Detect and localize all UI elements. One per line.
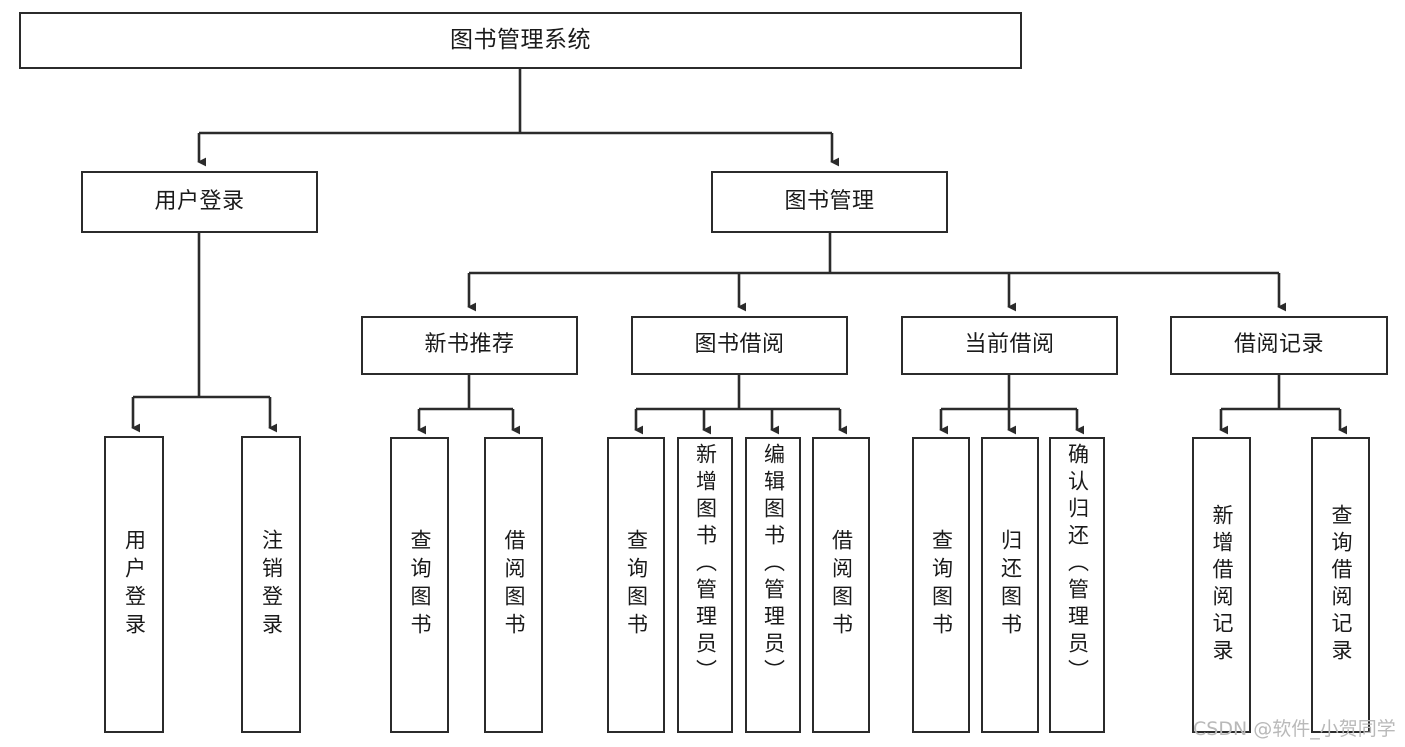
node-label: 编辑图书（管理员）: [761, 443, 786, 686]
leaf-confirm-return[interactable]: 确认归还（管理员）: [1049, 437, 1105, 733]
leaf-return-book[interactable]: 归还图书: [981, 437, 1039, 733]
node-label: 查询图书: [408, 529, 432, 641]
node-label: 归还图书: [998, 529, 1023, 641]
leaf-logout-login[interactable]: 注销登录: [241, 436, 301, 733]
node-label: 确认归还（管理员）: [1065, 443, 1090, 686]
node-label: 用户登录: [154, 188, 245, 214]
node-label: 查询图书: [624, 529, 649, 641]
leaf-query-book-recommend[interactable]: 查询图书: [390, 437, 449, 733]
node-label: 借阅图书: [829, 529, 854, 641]
node-label: 图书借阅: [694, 332, 785, 358]
leaf-borrow-book-recommend[interactable]: 借阅图书: [484, 437, 543, 733]
leaf-borrow-book-borrow[interactable]: 借阅图书: [812, 437, 870, 733]
node-label: 借阅图书: [502, 529, 526, 641]
node-label: 查询借阅记录: [1329, 504, 1353, 666]
leaf-add-book[interactable]: 新增图书（管理员）: [677, 437, 733, 733]
node-borrow-record[interactable]: 借阅记录: [1170, 316, 1388, 375]
watermark-text: CSDN @软件_小贺同学: [1193, 718, 1396, 740]
node-book-management[interactable]: 图书管理: [711, 171, 948, 233]
node-label: 新增借阅记录: [1210, 504, 1234, 666]
node-label: 新增图书（管理员）: [693, 443, 718, 686]
node-book-borrow[interactable]: 图书借阅: [631, 316, 848, 375]
leaf-query-borrow-record[interactable]: 查询借阅记录: [1311, 437, 1370, 733]
node-label: 当前借阅: [964, 332, 1055, 358]
node-current-borrow[interactable]: 当前借阅: [901, 316, 1118, 375]
node-label: 用户登录: [122, 528, 147, 641]
leaf-user-login[interactable]: 用户登录: [104, 436, 164, 733]
node-label: 图书管理系统: [450, 26, 591, 53]
node-label: 注销登录: [259, 528, 284, 641]
leaf-add-borrow-record[interactable]: 新增借阅记录: [1192, 437, 1251, 733]
node-label: 借阅记录: [1233, 332, 1324, 358]
leaf-query-book-current[interactable]: 查询图书: [912, 437, 970, 733]
node-label: 新书推荐: [424, 332, 515, 358]
node-label: 图书管理: [784, 188, 875, 214]
leaf-query-book-borrow[interactable]: 查询图书: [607, 437, 665, 733]
node-user-login[interactable]: 用户登录: [81, 171, 318, 233]
node-root-system[interactable]: 图书管理系统: [19, 12, 1022, 69]
leaf-edit-book[interactable]: 编辑图书（管理员）: [745, 437, 801, 733]
node-new-book-recommend[interactable]: 新书推荐: [361, 316, 578, 375]
node-label: 查询图书: [929, 529, 954, 641]
